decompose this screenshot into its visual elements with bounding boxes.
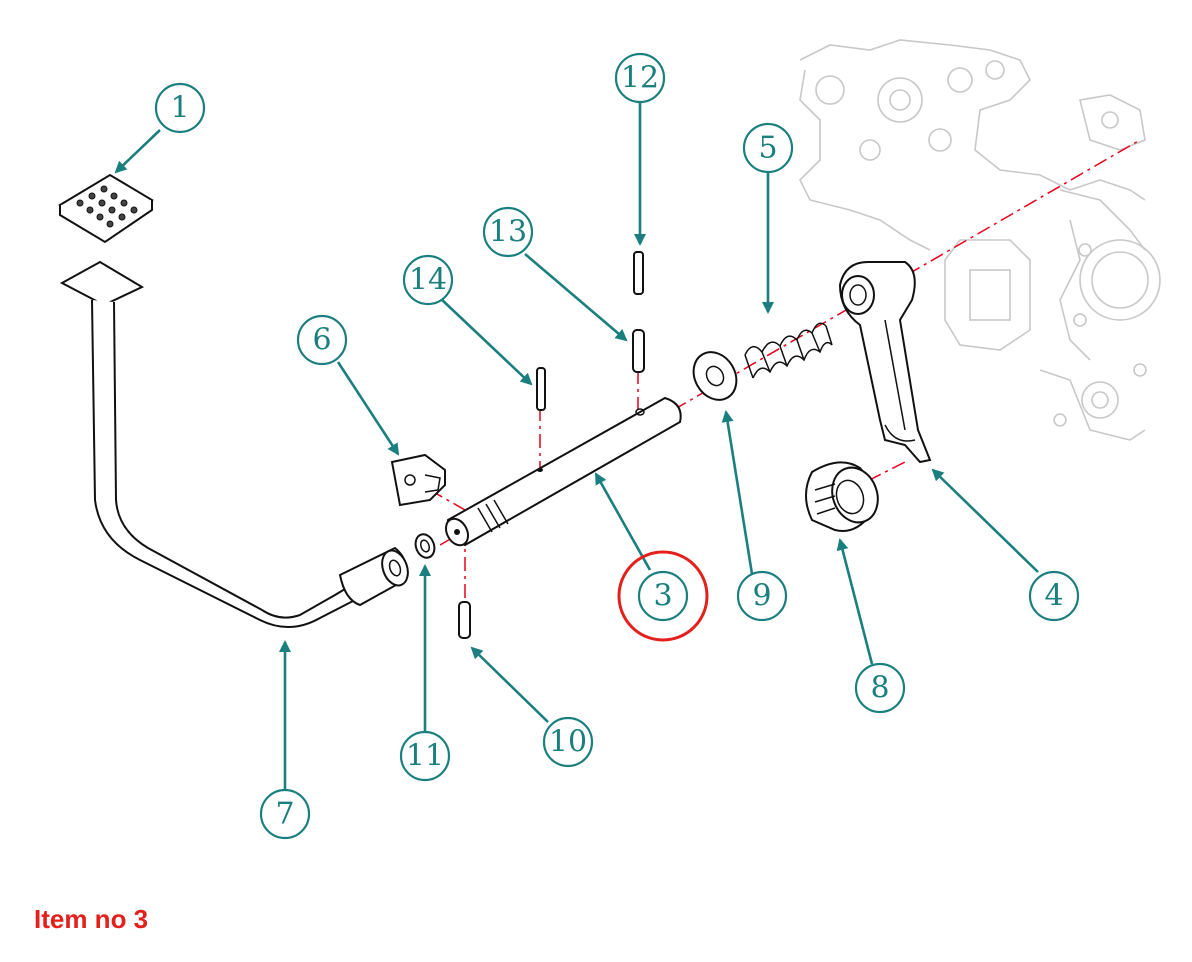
leader-lines [114,102,1039,790]
selected-item-highlight [617,550,709,642]
selected-item-caption: Item no 3 [34,904,149,934]
release-fork-lever-part [838,261,932,464]
transmission-housing [799,39,1161,441]
washer-part [692,351,738,401]
callout-label: 10 [549,725,587,760]
callout-item-11[interactable]: 11 [399,730,451,782]
return-spring-part [744,322,833,379]
retaining-clip-part [390,453,446,507]
callout-label: 14 [409,263,447,298]
callout-item-3[interactable]: 3 [617,550,709,642]
pin-12-part [633,251,644,295]
pedal-pad-part [58,173,154,244]
roll-pin-13-part [632,329,645,373]
callout-label: 3 [653,579,672,614]
snap-ring-part [414,533,436,559]
callout-label: 13 [489,215,527,250]
release-bearing-part [805,461,879,532]
pedal-lever-part [59,260,409,629]
callout-label: 5 [758,131,777,166]
callout-label: 4 [1044,579,1063,614]
cross-shaft-part [444,396,682,547]
callout-label: 8 [870,671,889,706]
callout-label: 11 [406,739,444,774]
callout-item-8[interactable]: 8 [854,662,906,714]
callout-label: 9 [752,579,771,614]
callout-item-7[interactable]: 7 [259,788,311,840]
callout-label: 12 [621,61,659,96]
callout-item-14[interactable]: 14 [402,254,454,306]
callout-label: 7 [275,797,294,832]
callout-item-4[interactable]: 4 [1028,570,1080,622]
callout-item-10[interactable]: 10 [542,716,594,768]
callout-item-12[interactable]: 12 [614,52,666,104]
callout-item-6[interactable]: 6 [296,314,348,366]
callout-label: 6 [312,323,331,358]
callout-label: 1 [170,91,189,126]
callout-item-9[interactable]: 9 [736,570,788,622]
pin-10-part [458,601,471,639]
callout-item-5[interactable]: 5 [742,122,794,174]
callout-item-1[interactable]: 1 [154,82,206,134]
pin-14-part [536,367,546,411]
callout-item-13[interactable]: 13 [482,206,534,258]
